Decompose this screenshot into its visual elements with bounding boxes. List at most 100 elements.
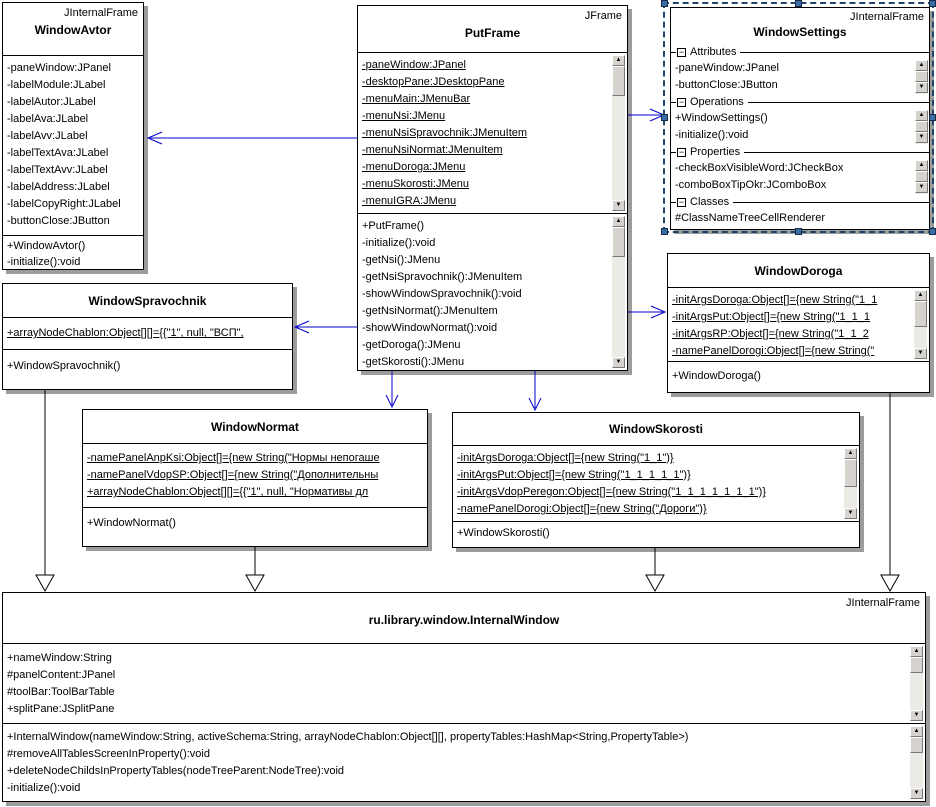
scroll-up-button[interactable]: ▲ [910, 726, 923, 737]
operation-row[interactable]: -getNsiNormat():JMenuItem [362, 305, 498, 317]
attribute-row[interactable]: -menuNsiNormat:JMenuItem [362, 144, 503, 156]
operation-row[interactable]: +InternalWindow(nameWindow:String, activ… [7, 731, 689, 743]
attribute-row[interactable]: +arrayNodeChablon:Object[][]={{"1", null… [7, 327, 244, 339]
class-window-avtor[interactable]: JInternalFrame WindowAvtor -paneWindow:J… [2, 2, 144, 270]
scroll-down-button[interactable]: ▼ [910, 710, 923, 721]
scroll-up-button[interactable]: ▲ [844, 448, 857, 459]
attribute-row[interactable]: -menuMain:JMenuBar [362, 93, 471, 105]
class-window-skorosti[interactable]: WindowSkorosti -initArgsDoroga:Object[]=… [452, 412, 860, 548]
scroll-up-button[interactable]: ▲ [612, 216, 625, 227]
class-put-frame[interactable]: JFrame PutFrame -paneWindow:JPanel-deskt… [357, 5, 628, 371]
attribute-row[interactable]: #panelContent:JPanel [7, 669, 116, 681]
class-window-spravochnik[interactable]: WindowSpravochnik +arrayNodeChablon:Obje… [2, 283, 293, 390]
attribute-row[interactable]: #toolBar:ToolBarTable [7, 686, 115, 698]
selection-handle[interactable] [794, 0, 802, 7]
property-row[interactable]: -comboBoxTipOkr:JComboBox [675, 179, 827, 191]
operation-row[interactable]: -initialize():void [7, 782, 81, 794]
selection-handle[interactable] [929, 113, 936, 121]
attribute-row[interactable]: -menuNsiSpravochnik:JMenuItem [362, 127, 528, 139]
scroll-up-button[interactable]: ▲ [915, 60, 928, 71]
scroll-up-button[interactable]: ▲ [914, 290, 927, 301]
attribute-row[interactable]: -menuNsi:JMenu [362, 110, 446, 122]
attribute-row[interactable]: -initArgsDoroga:Object[]={new String("1_… [457, 452, 674, 464]
attribute-row[interactable]: -menuIGRA:JMenu [362, 195, 457, 207]
operation-row[interactable]: +deleteNodeChildsInPropertyTables(nodeTr… [7, 765, 345, 777]
operation-row[interactable]: +WindowSettings() [675, 112, 768, 124]
scroll-thumb[interactable] [915, 71, 928, 82]
scrollbar[interactable]: ▲ ▼ [915, 160, 928, 194]
attribute-row[interactable]: -initArgsPut:Object[]={new String("1_1_1… [457, 469, 691, 481]
attribute-row[interactable]: +splitPane:JSplitPane [7, 703, 115, 715]
operation-row[interactable]: -showWindowSpravochnik():void [362, 288, 522, 300]
operation-row[interactable]: -initialize():void [362, 237, 436, 249]
operation-row[interactable]: -getNsiSpravochnik():JMenuItem [362, 271, 523, 283]
scroll-thumb[interactable] [915, 121, 928, 132]
class-window-normat[interactable]: WindowNormat -namePanelAnpKsi:Object[]={… [82, 409, 428, 547]
scroll-track[interactable] [910, 673, 923, 710]
attribute-row[interactable]: -labelAddress:JLabel [7, 181, 110, 193]
scroll-up-button[interactable]: ▲ [910, 646, 923, 657]
operation-row[interactable]: +WindowSpravochnik() [7, 360, 121, 372]
attribute-row[interactable]: -labelModule:JLabel [7, 79, 106, 91]
scrollbar[interactable]: ▲ ▼ [612, 216, 625, 368]
scroll-down-button[interactable]: ▼ [612, 200, 625, 211]
attribute-row[interactable]: -namePanelVdopSP:Object[]={new String("Д… [87, 469, 379, 481]
attribute-row[interactable]: -initArgsVdopPeregon:Object[]={new Strin… [457, 486, 766, 498]
selection-handle[interactable] [661, 228, 668, 235]
scroll-down-button[interactable]: ▼ [910, 788, 923, 799]
operation-row[interactable]: -getDoroga():JMenu [362, 339, 461, 351]
scroll-track[interactable] [612, 257, 625, 357]
scroll-thumb[interactable] [612, 227, 625, 257]
attribute-row[interactable]: -buttonClose:JButton [675, 79, 778, 91]
scrollbar[interactable]: ▲ ▼ [910, 726, 923, 799]
collapse-icon[interactable]: − [677, 146, 686, 157]
attribute-row[interactable]: -namePanelAnpKsi:Object[]={new String("Н… [87, 452, 380, 464]
operation-row[interactable]: +PutFrame() [362, 220, 425, 232]
scroll-thumb[interactable] [915, 171, 928, 182]
attribute-row[interactable]: -buttonClose:JButton [7, 215, 110, 227]
scroll-thumb[interactable] [910, 737, 923, 753]
attribute-row[interactable]: -paneWindow:JPanel [7, 62, 111, 74]
scroll-down-button[interactable]: ▼ [914, 348, 927, 359]
attribute-row[interactable]: +arrayNodeChablon:Object[][]={{"1", null… [87, 486, 369, 498]
class-window-doroga[interactable]: WindowDoroga -initArgsDoroga:Object[]={n… [667, 253, 930, 393]
attribute-row[interactable]: -labelTextAva:JLabel [7, 147, 109, 159]
scrollbar[interactable]: ▲ ▼ [612, 55, 625, 211]
attribute-row[interactable]: -menuDoroga:JMenu [362, 161, 466, 173]
collapse-icon[interactable]: − [677, 46, 686, 57]
selection-handle[interactable] [661, 113, 668, 121]
collapse-icon[interactable]: − [677, 96, 686, 107]
selection-handle[interactable] [661, 0, 668, 7]
attribute-row[interactable]: -paneWindow:JPanel [675, 62, 779, 74]
operation-row[interactable]: -initialize():void [7, 256, 81, 268]
attribute-row[interactable]: -desktopPane:JDesktopPane [362, 76, 505, 88]
scroll-up-button[interactable]: ▲ [915, 110, 928, 121]
attribute-row[interactable]: -labelAutor:JLabel [7, 96, 96, 108]
scrollbar[interactable]: ▲ ▼ [914, 290, 927, 359]
scrollbar[interactable]: ▲ ▼ [844, 448, 857, 519]
attribute-row[interactable]: -paneWindow:JPanel [362, 59, 466, 71]
scroll-down-button[interactable]: ▼ [844, 508, 857, 519]
scroll-up-button[interactable]: ▲ [915, 160, 928, 171]
scrollbar[interactable]: ▲ ▼ [910, 646, 923, 721]
operation-row[interactable]: -initialize():void [675, 129, 749, 141]
scroll-thumb[interactable] [844, 459, 857, 487]
scroll-track[interactable] [612, 96, 625, 200]
scroll-thumb[interactable] [910, 657, 923, 673]
attribute-row[interactable]: -initArgsPut:Object[]={new String("1_1_1 [672, 311, 871, 323]
attribute-row[interactable]: -labelCopyRight:JLabel [7, 198, 121, 210]
collapse-icon[interactable]: − [677, 196, 686, 207]
attribute-row[interactable]: -namePanelDorogi:Object[]={new String(" [672, 345, 875, 357]
scroll-down-button[interactable]: ▼ [915, 82, 928, 93]
scroll-up-button[interactable]: ▲ [612, 55, 625, 66]
scroll-thumb[interactable] [612, 66, 625, 96]
attribute-row[interactable]: -labelAvv:JLabel [7, 130, 88, 142]
operation-row[interactable]: -getNsi():JMenu [362, 254, 441, 266]
operation-row[interactable]: +WindowSkorosti() [457, 527, 550, 539]
scrollbar[interactable]: ▲ ▼ [915, 110, 928, 144]
selection-handle[interactable] [929, 228, 936, 235]
attribute-row[interactable]: -initArgsDoroga:Object[]={new String("1_… [672, 294, 878, 306]
scroll-track[interactable] [910, 753, 923, 788]
attribute-row[interactable]: +nameWindow:String [7, 652, 112, 664]
attribute-row[interactable]: -labelAva:JLabel [7, 113, 89, 125]
